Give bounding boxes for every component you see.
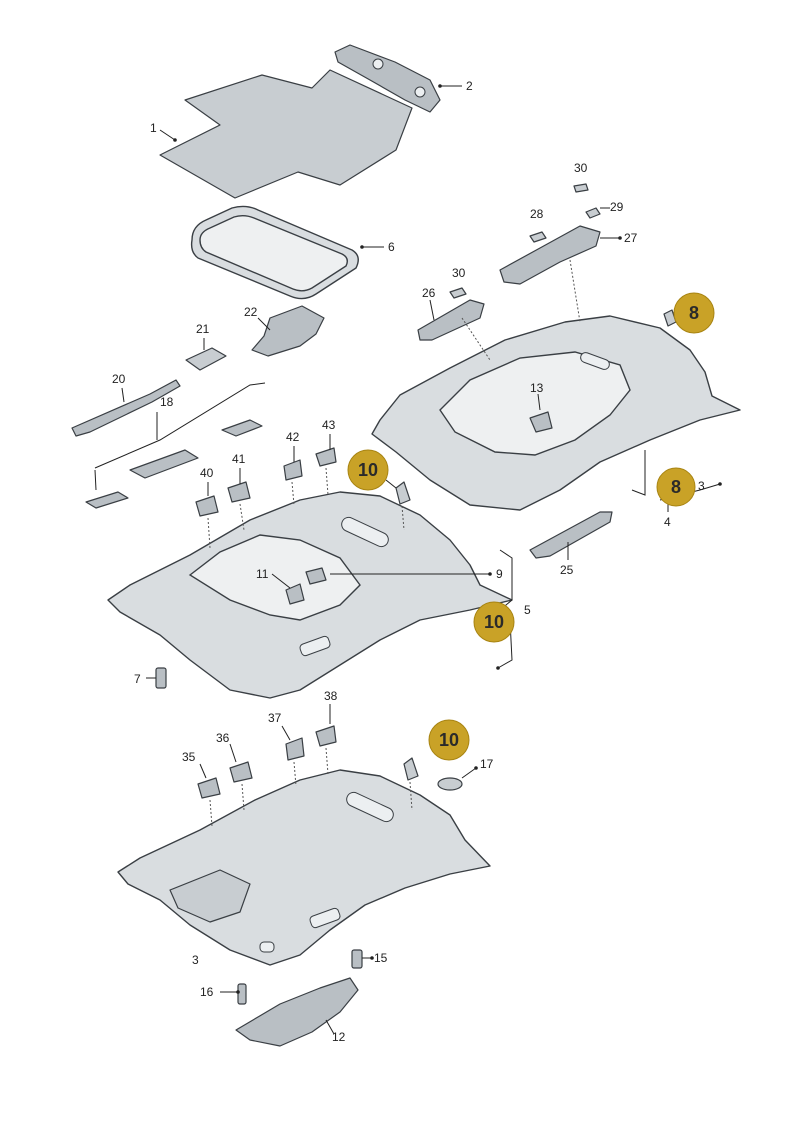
part-clips-40-43 (195, 434, 337, 549)
label-7: 7 (134, 672, 141, 686)
label-20: 20 (112, 372, 126, 386)
label-21: 21 (196, 322, 210, 336)
part-clip-30a (449, 287, 467, 299)
label-41: 41 (232, 452, 246, 466)
label-1: 1 (150, 121, 157, 135)
label-38: 38 (324, 689, 338, 703)
label-26: 26 (422, 286, 436, 300)
part-rail-left (71, 379, 181, 437)
part-pad (185, 338, 227, 371)
part-bracket-12 (220, 977, 359, 1047)
label-27: 27 (624, 231, 638, 245)
leader-dots (173, 84, 722, 994)
label-12: 12 (332, 1030, 346, 1044)
label-15: 15 (374, 951, 388, 965)
label-40: 40 (200, 466, 214, 480)
label-11: 11 (256, 567, 269, 581)
callout-labels: 1 2 6 21 22 20 18 26 30 28 30 29 27 13 4… (112, 79, 705, 1044)
label-36: 36 (216, 731, 230, 745)
part-clip-10-middle (385, 479, 411, 531)
badge-8-lower: 8 (656, 467, 696, 507)
svg-text:10: 10 (439, 730, 459, 750)
label-17: 17 (480, 757, 494, 771)
label-22: 22 (244, 305, 258, 319)
part-clip-set (85, 382, 266, 509)
part-clip-10-lower (403, 757, 477, 811)
label-35: 35 (182, 750, 196, 764)
part-screw-7 (146, 667, 167, 689)
label-28: 28 (530, 207, 544, 221)
badge-8-upper: 8 (673, 292, 715, 334)
label-25: 25 (560, 563, 574, 577)
label-2: 2 (466, 79, 473, 93)
label-16: 16 (200, 985, 214, 999)
part-headliner-sunroof (371, 315, 741, 511)
label-30-top: 30 (574, 161, 588, 175)
label-5: 5 (524, 603, 531, 617)
badge-10-middle: 10 (347, 449, 389, 491)
label-18: 18 (160, 395, 174, 409)
label-29: 29 (610, 200, 624, 214)
label-3-upper: 3 (698, 479, 705, 493)
part-vent-grille (251, 305, 325, 357)
label-13: 13 (530, 381, 544, 395)
part-roof-mat (159, 69, 413, 199)
svg-text:8: 8 (689, 303, 699, 323)
label-30-mid: 30 (452, 266, 466, 280)
part-screw-15 (351, 949, 372, 969)
badge-10-right: 10 (473, 601, 515, 643)
label-4: 4 (664, 515, 671, 529)
part-clips-35-38 (197, 704, 337, 827)
badge-10-lower: 10 (428, 719, 470, 761)
part-front-bracket (334, 44, 462, 113)
part-sunroof-frame (190, 205, 384, 300)
svg-text:10: 10 (358, 460, 378, 480)
svg-text:8: 8 (671, 477, 681, 497)
part-headliner-lower (117, 769, 491, 966)
label-3-lower: 3 (192, 953, 199, 967)
part-rail-26 (417, 299, 485, 341)
label-42: 42 (286, 430, 300, 444)
label-9: 9 (496, 567, 503, 581)
label-6: 6 (388, 240, 395, 254)
part-rail-25 (529, 511, 613, 560)
label-37: 37 (268, 711, 282, 725)
svg-text:10: 10 (484, 612, 504, 632)
label-43: 43 (322, 418, 336, 432)
part-headliner-middle (107, 491, 513, 699)
part-bracket-27 (461, 183, 620, 361)
